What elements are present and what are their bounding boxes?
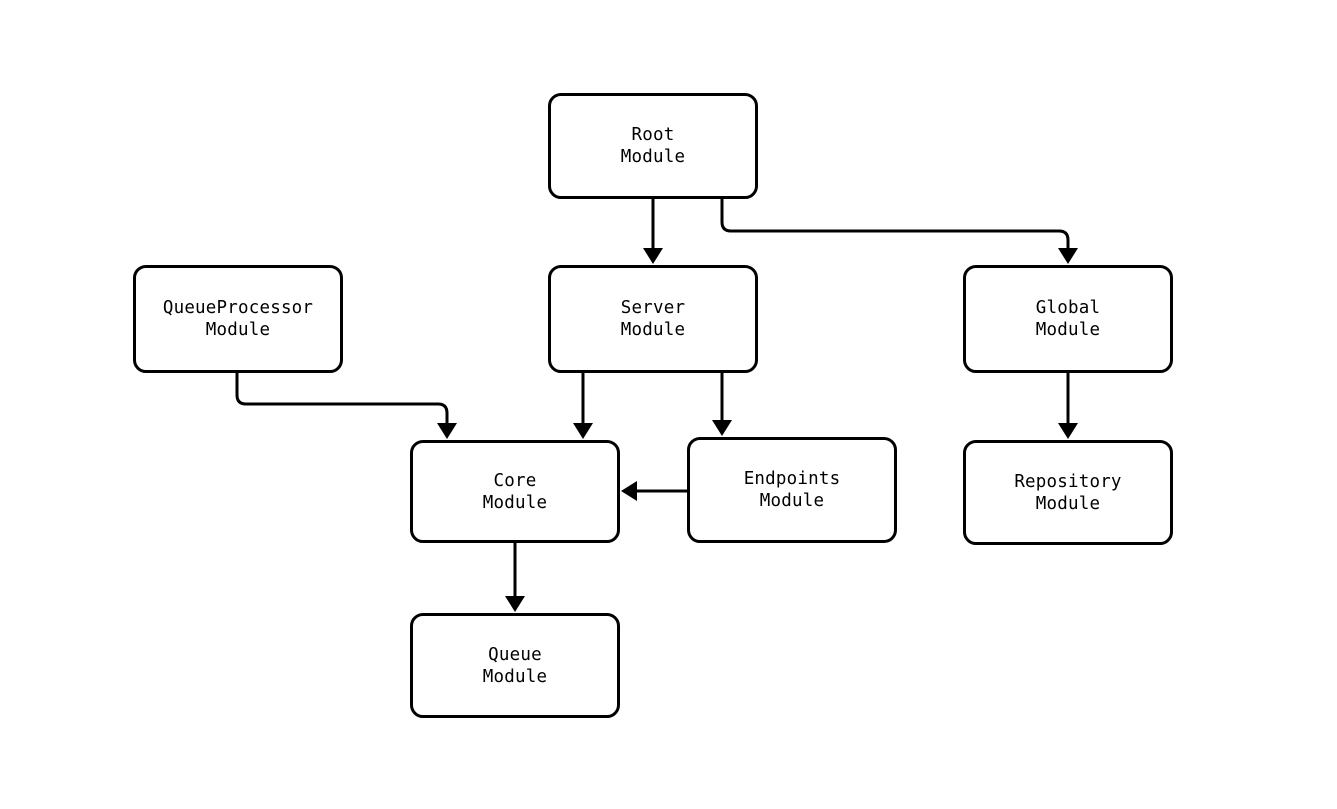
node-label-queue-module: Queue Module [482,644,548,687]
node-repository-module[interactable]: Repository Module [963,440,1173,545]
node-server-module[interactable]: Server Module [548,265,758,373]
node-queueprocessor-module[interactable]: QueueProcessor Module [133,265,343,373]
arrowhead-down-icon [1058,423,1078,439]
node-label-repository-module: Repository Module [1014,471,1122,514]
edge-global-to-repository [1058,373,1078,439]
node-core-module[interactable]: Core Module [410,440,620,543]
arrowhead-down-icon [573,423,593,439]
node-label-core-module: Core Module [482,470,548,513]
edge-root-to-global [720,199,1078,264]
node-root-module[interactable]: Root Module [548,93,758,199]
edge-server-to-endpoints [712,373,732,436]
node-label-queueprocessor-module: QueueProcessor Module [162,298,314,340]
node-endpoints-module[interactable]: Endpoints Module [687,437,897,543]
arrowhead-down-icon [1058,248,1078,264]
arrowhead-down-icon [643,248,663,264]
edge-queueprocessor-to-core [235,373,457,439]
arrowhead-down-icon [505,596,525,612]
node-label-endpoints-module: Endpoints Module [743,469,841,511]
edge-root-to-server [643,199,663,264]
edge-core-to-queue [505,543,525,612]
node-queue-module[interactable]: Queue Module [410,613,620,718]
node-label-server-module: Server Module [620,298,686,340]
node-label-root-module: Root Module [620,125,686,167]
arrowhead-down-icon [712,420,732,436]
edge-endpoints-to-core [621,481,687,501]
edge-server-to-core [573,373,593,439]
arrowhead-down-icon [437,423,457,439]
node-global-module[interactable]: Global Module [963,265,1173,373]
node-label-global-module: Global Module [1035,298,1101,340]
arrowhead-left-icon [621,481,637,501]
